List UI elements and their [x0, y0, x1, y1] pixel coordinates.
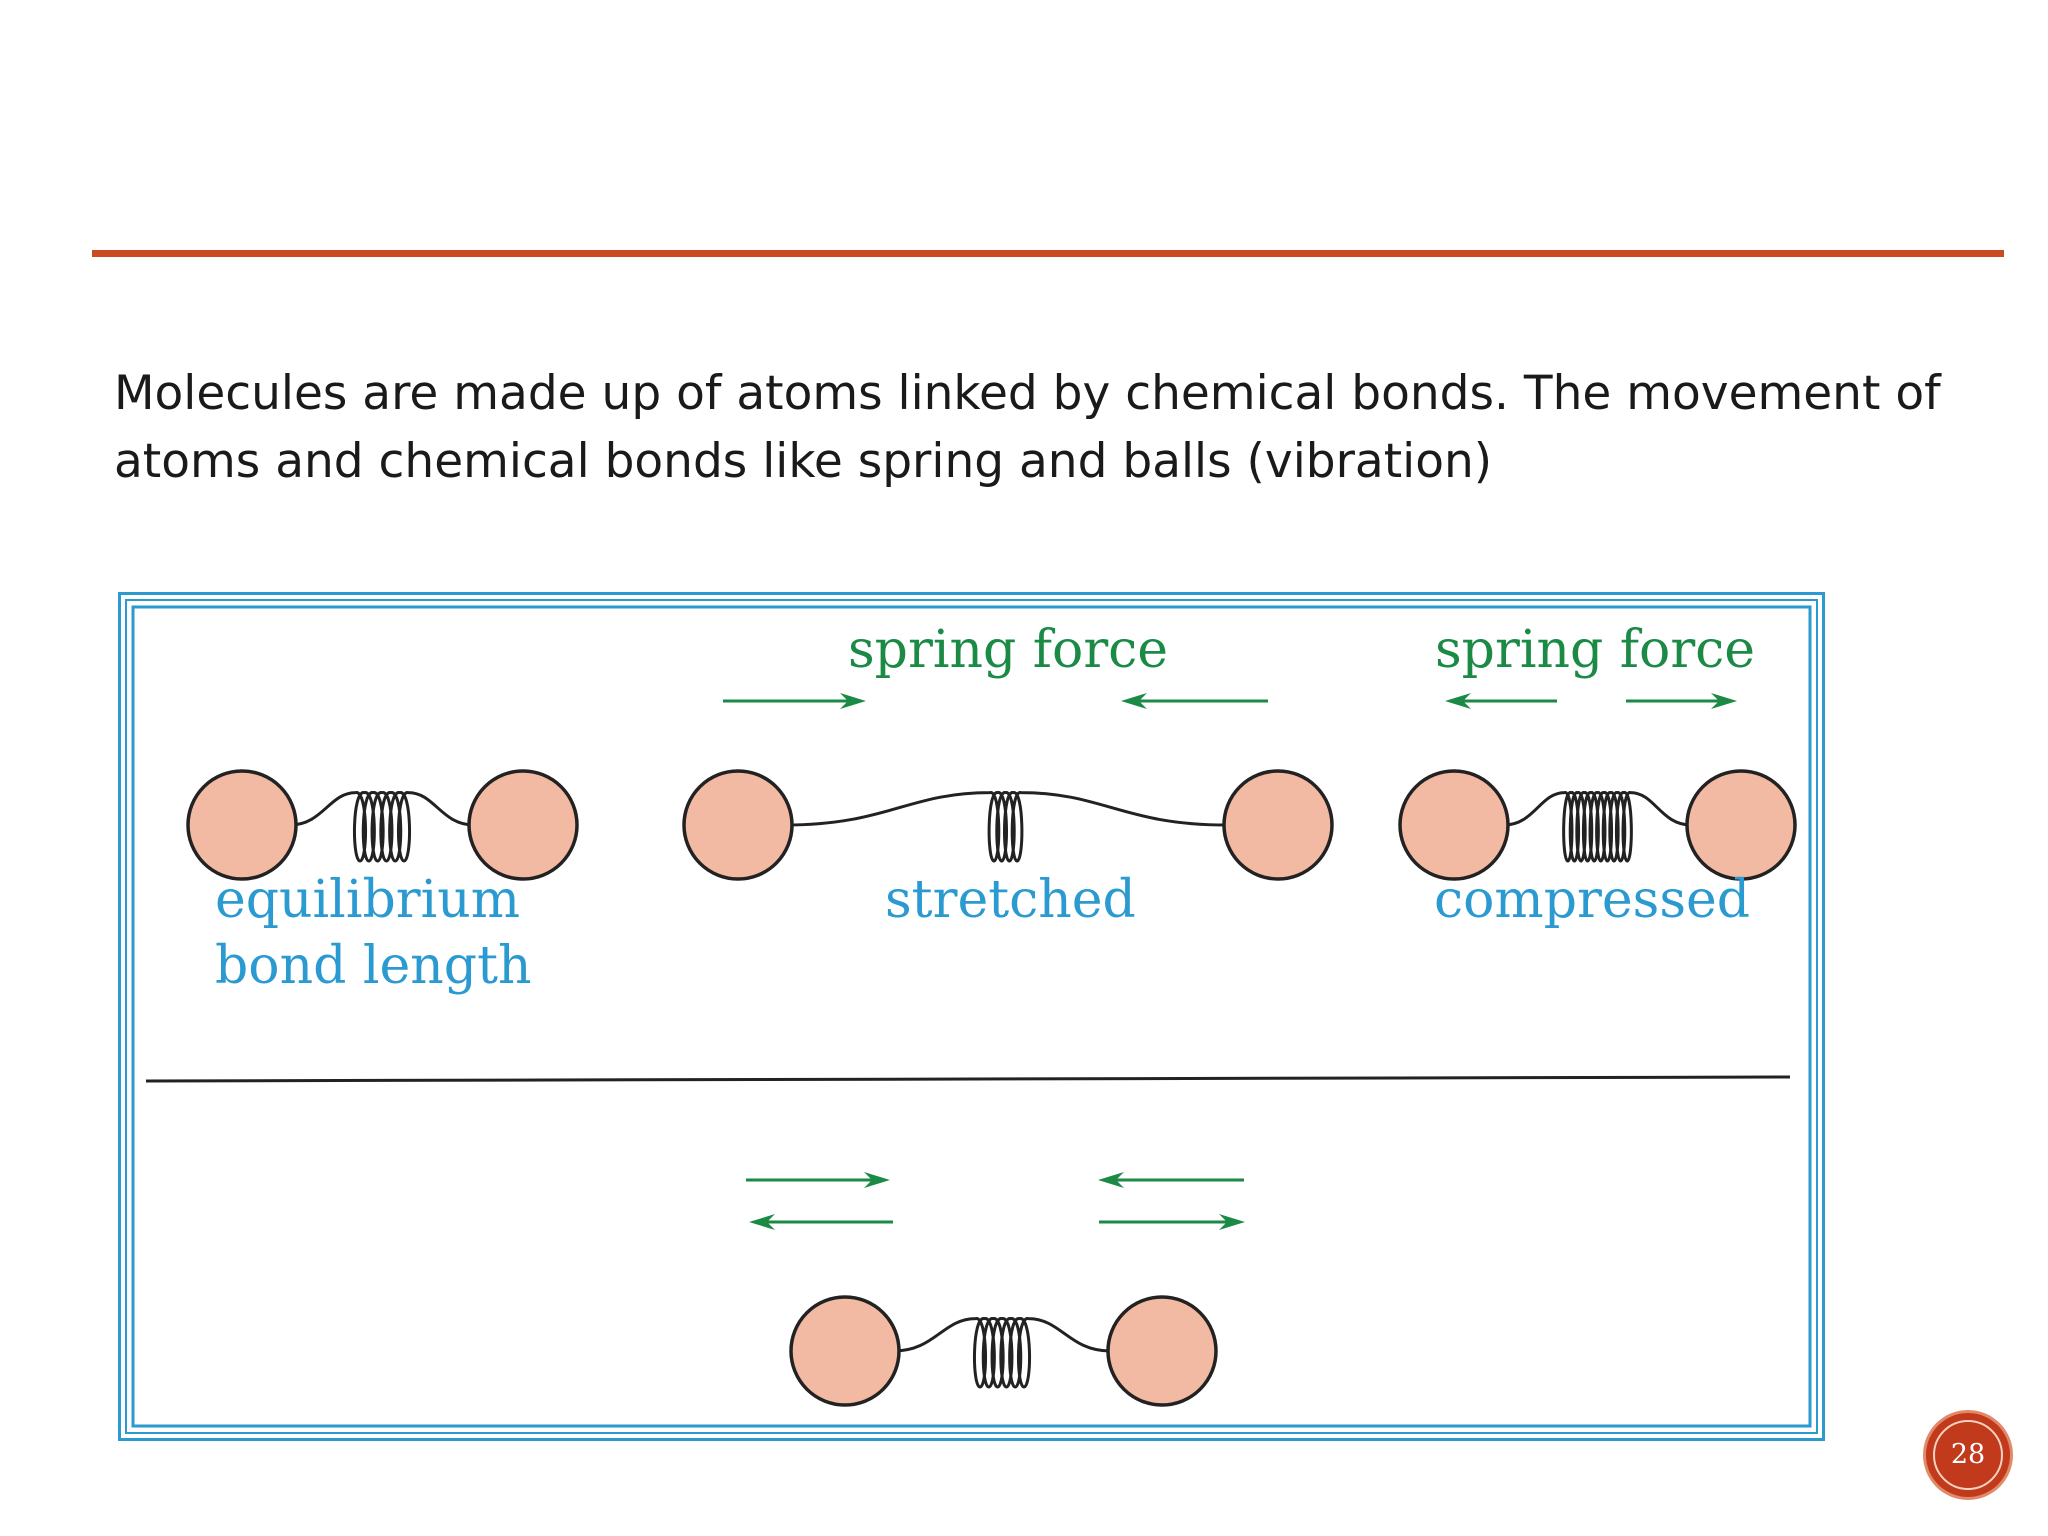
figure-drawing — [118, 592, 1825, 1441]
arrow-compressed-left — [1445, 693, 1557, 709]
arrow-stretched-left — [723, 693, 866, 709]
spring-force-label-compressed: spring force — [1435, 620, 1756, 680]
atom-bottom-right — [1106, 1295, 1218, 1407]
atom-equilibrium-left — [186, 769, 298, 881]
spring-stretched — [784, 791, 1227, 863]
atom-equilibrium-right — [467, 769, 579, 881]
page-number: 28 — [1950, 1439, 1986, 1470]
frame-outer — [118, 592, 1825, 1441]
page-badge-ring — [1933, 1420, 2003, 1490]
figure-divider — [145, 1075, 1791, 1083]
atom-stretched-right — [1222, 769, 1334, 881]
body-line-2: atoms and chemical bonds like spring and… — [114, 434, 1493, 489]
page-number-badge: 28 — [1926, 1413, 2010, 1497]
stretched-label: stretched — [885, 870, 1136, 930]
arrow-bottom-left-bottom — [749, 1214, 893, 1230]
compressed-label: compressed — [1434, 870, 1751, 930]
title-divider-rule — [92, 250, 2004, 257]
spring-equilibrium — [289, 791, 475, 863]
spring-force-label-stretched: spring force — [848, 620, 1169, 680]
atom-compressed-left — [1398, 769, 1510, 881]
arrow-compressed-right — [1626, 693, 1737, 709]
spring-ball-figure: spring force spring force equilibrium bo… — [118, 592, 1825, 1441]
frame-middle — [125, 599, 1818, 1434]
arrow-bottom-right-bottom — [1099, 1214, 1245, 1230]
arrow-bottom-right-top — [1098, 1172, 1244, 1188]
arrow-stretched-right — [1121, 693, 1268, 709]
atoms — [186, 769, 1797, 1407]
atom-stretched-left — [682, 769, 794, 881]
body-paragraph: Molecules are made up of atoms linked by… — [114, 360, 1974, 496]
spring-compressed — [1503, 791, 1692, 863]
body-line-1: Molecules are made up of atoms linked by… — [114, 366, 1941, 421]
atom-bottom-left — [789, 1295, 901, 1407]
force-arrows — [723, 693, 1737, 1230]
bond-length-label: bond length — [215, 936, 532, 996]
atom-compressed-right — [1685, 769, 1797, 881]
frame-inner — [131, 605, 1812, 1428]
arrow-bottom-left-top — [746, 1172, 890, 1188]
spring-bottom — [893, 1317, 1111, 1389]
springs — [289, 791, 1692, 1389]
equilibrium-label: equilibrium — [215, 870, 521, 930]
